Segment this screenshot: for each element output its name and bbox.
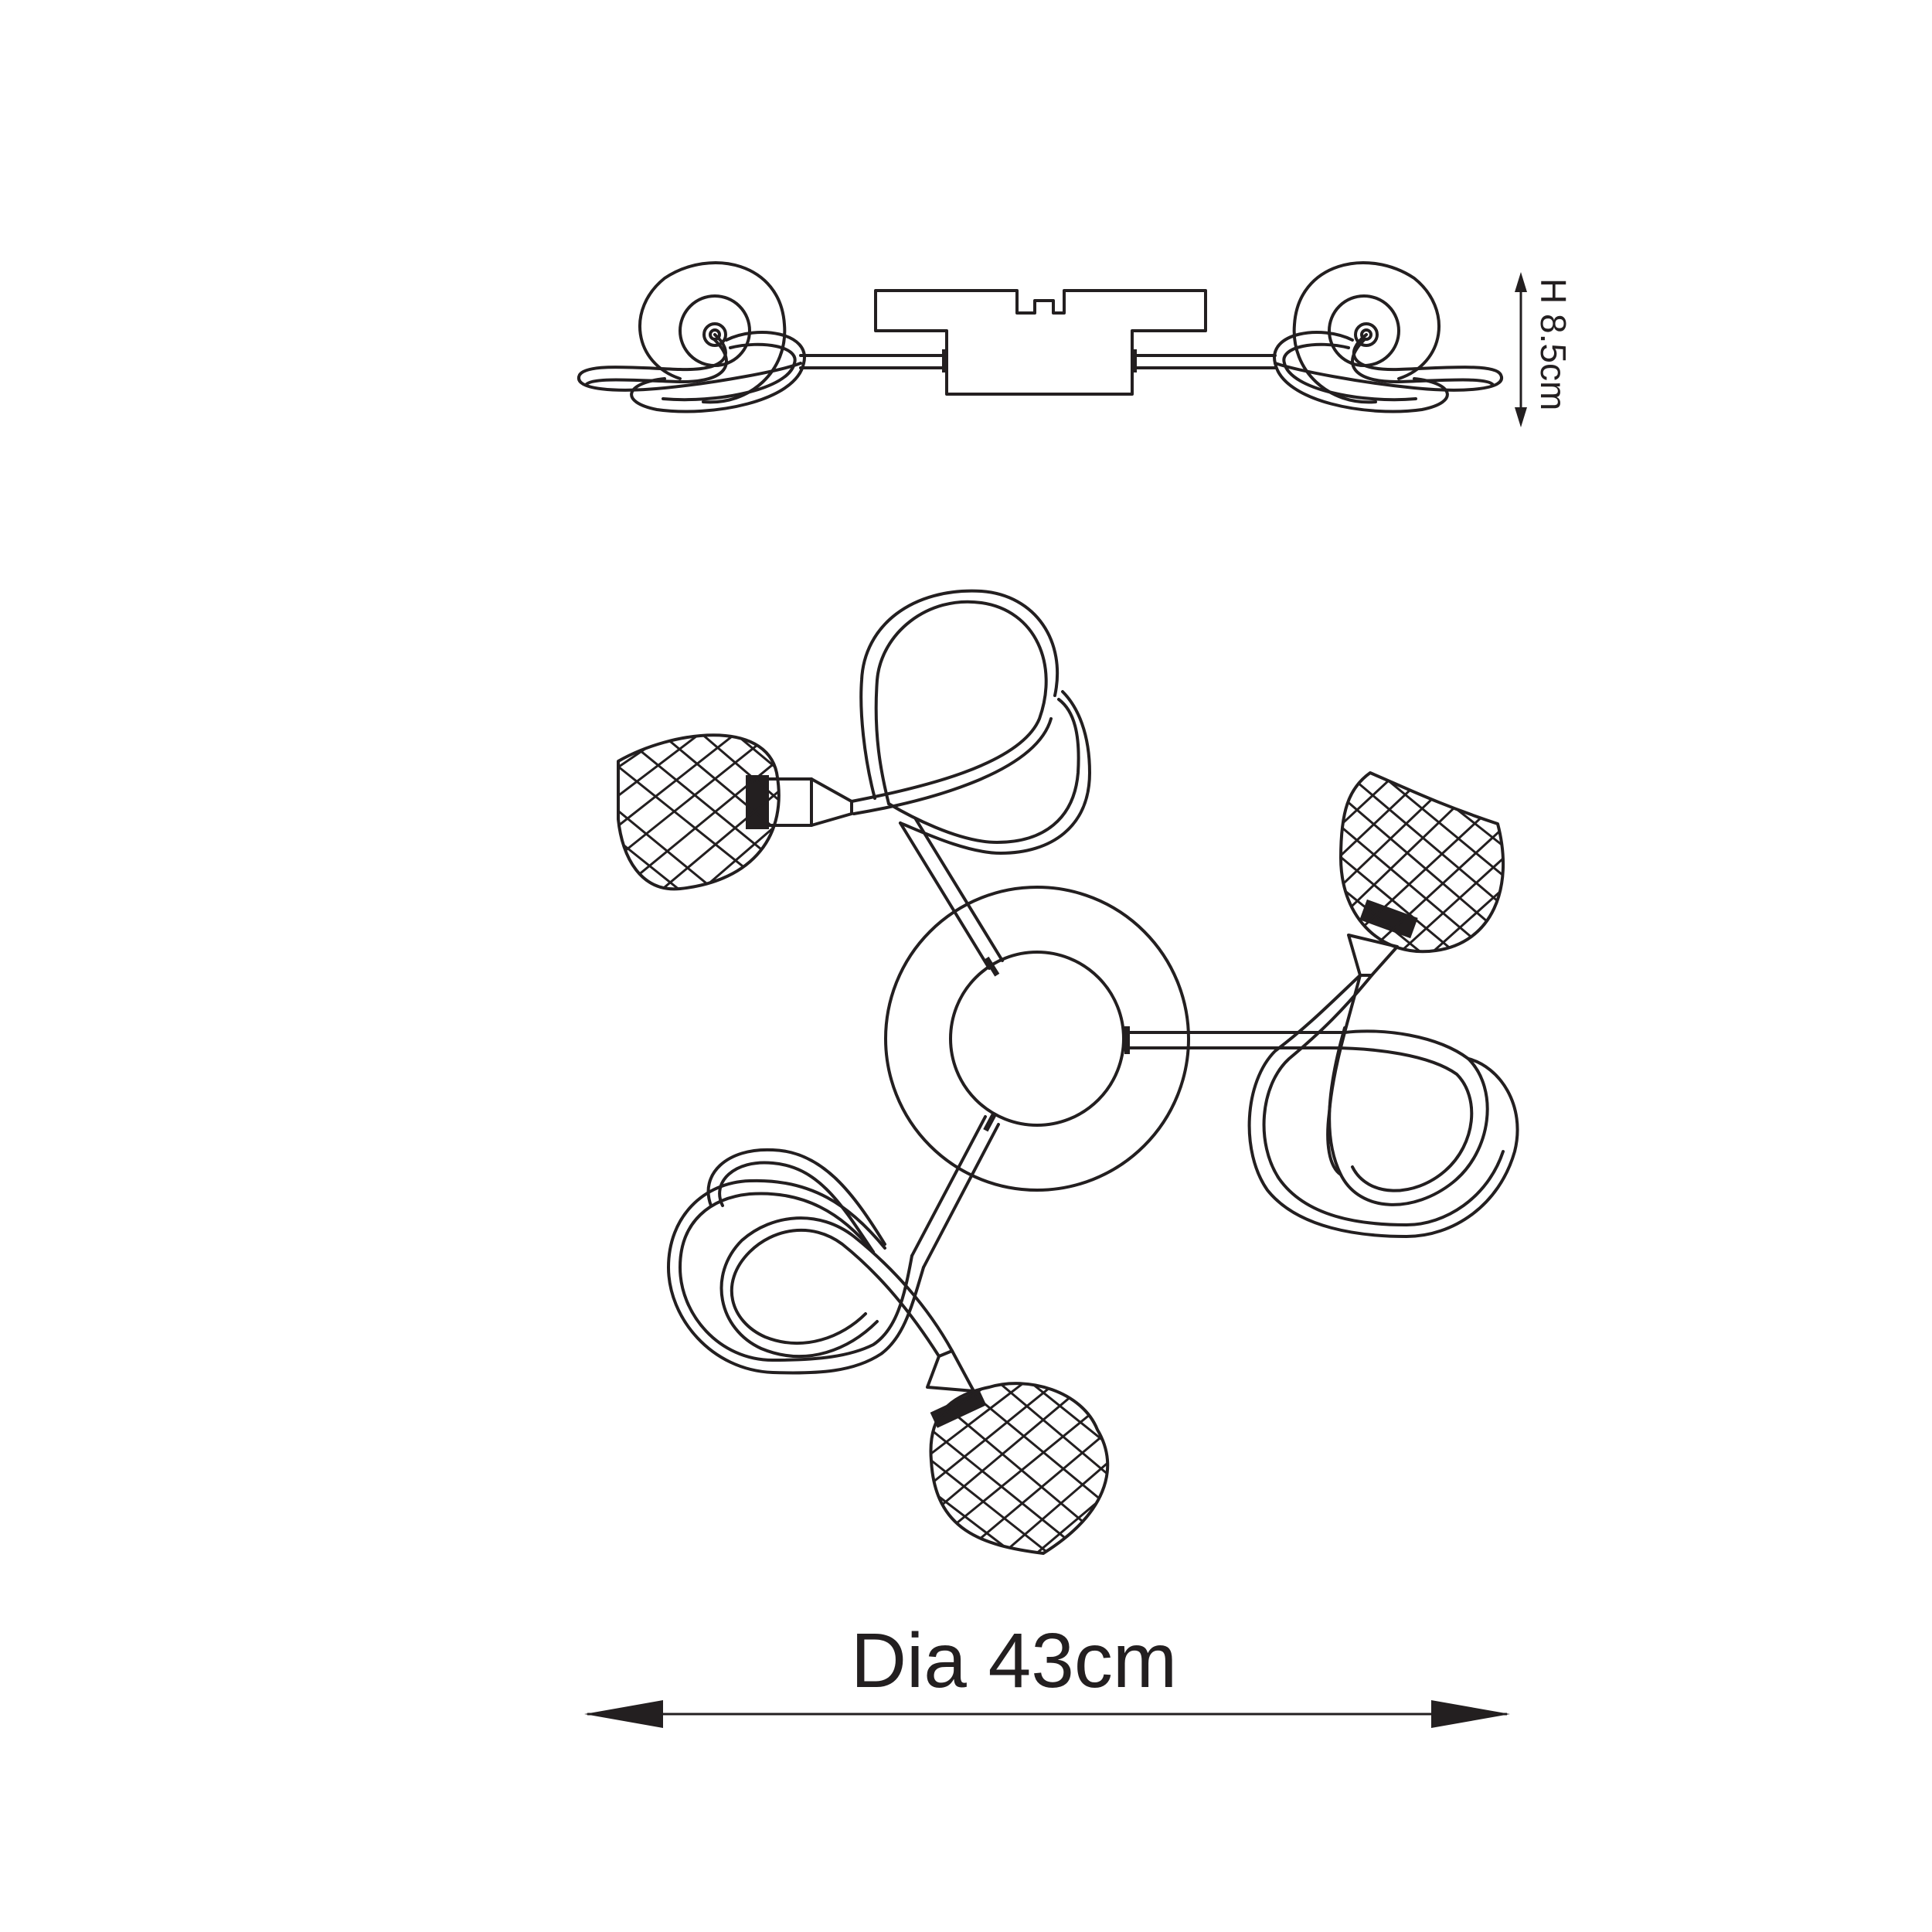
side-loop-left <box>577 331 806 413</box>
side-elevation-view: H 8.5cm <box>577 261 1573 427</box>
loop-upper-left <box>850 589 1091 855</box>
arm-upper-left <box>899 818 1004 977</box>
shade-right <box>1339 771 1505 977</box>
height-dimension: H 8.5cm <box>1515 272 1573 427</box>
ceiling-rose-center <box>949 951 1125 1127</box>
arm-right <box>1122 1026 1346 1054</box>
diameter-arrow-left <box>584 1700 663 1728</box>
height-arrow-up <box>1515 272 1527 292</box>
side-arm-connector-right <box>1132 349 1137 372</box>
shade-upper-left <box>617 733 853 891</box>
diameter-arrow-right <box>1431 1700 1510 1728</box>
diameter-label: Dia 43cm <box>851 1617 1177 1704</box>
diameter-dimension: Dia 43cm <box>584 1617 1510 1728</box>
ceiling-rose-outer <box>884 886 1190 1192</box>
shade-lower-left <box>926 1349 1110 1555</box>
arm-lower-left <box>910 1111 1000 1269</box>
height-arrow-down <box>1515 407 1527 427</box>
plan-view <box>617 589 1519 1555</box>
loop-right <box>1247 974 1519 1238</box>
side-arm-connector-left <box>942 349 947 372</box>
ceiling-base-plate <box>874 289 1207 396</box>
height-label: H 8.5cm <box>1533 278 1573 410</box>
loop-lower-left <box>667 1148 954 1375</box>
side-loop-right <box>1273 331 1504 413</box>
